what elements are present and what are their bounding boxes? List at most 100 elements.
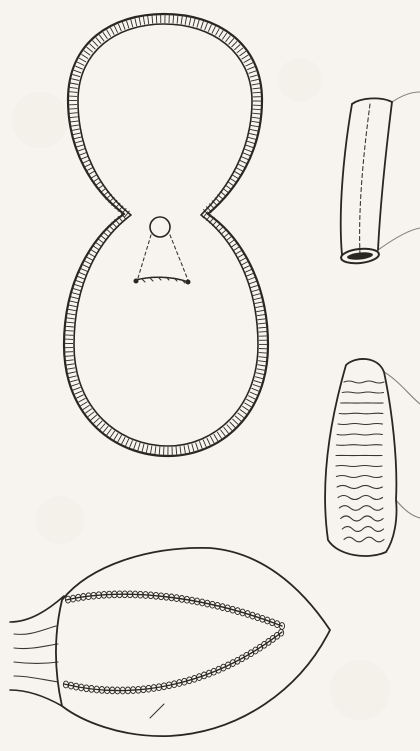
hatch-mark <box>103 232 109 237</box>
hatch-mark <box>252 84 260 85</box>
hatch-mark <box>177 16 178 24</box>
dashed-guide-lines <box>138 235 188 280</box>
hatch-mark <box>106 194 112 199</box>
hatch-mark <box>249 71 257 74</box>
wrinkle-line <box>338 424 382 425</box>
hatch-mark <box>109 225 115 231</box>
hatch-mark <box>93 246 100 250</box>
hatch-mark <box>68 309 76 310</box>
hatch-mark <box>251 79 259 81</box>
hatch-mark <box>212 26 216 33</box>
hatch-mark <box>88 412 94 417</box>
hatch-mark <box>244 403 251 407</box>
hatch-mark <box>77 62 84 66</box>
hatch-mark <box>214 434 218 441</box>
hatch-mark <box>251 125 259 126</box>
hatch-mark <box>69 376 77 378</box>
hatch-mark <box>85 409 92 414</box>
hatch-mark <box>135 18 137 26</box>
hatch-mark <box>242 406 249 410</box>
hatch-mark <box>239 51 246 56</box>
hatch-mark <box>199 441 202 449</box>
hatch-mark <box>227 425 232 431</box>
hatch-mark <box>253 92 261 93</box>
hatch-mark <box>66 364 74 365</box>
hatch-mark <box>215 223 221 229</box>
pore-opening <box>150 217 170 237</box>
hatch-mark <box>253 294 261 296</box>
hatch-mark <box>250 75 258 77</box>
hatch-mark <box>79 58 86 62</box>
hatch-mark <box>86 167 93 171</box>
hatch-mark <box>70 113 78 114</box>
hatch-mark <box>248 277 256 280</box>
hatch-mark <box>245 269 252 272</box>
hatch-mark <box>246 273 253 276</box>
hatch-mark <box>242 55 249 59</box>
hatch-mark <box>218 226 224 232</box>
hatch-mark <box>184 446 185 454</box>
hatch-mark <box>246 399 253 403</box>
hatch-mark <box>252 121 260 122</box>
hatch-mark <box>134 442 137 450</box>
hatch-mark <box>225 185 232 190</box>
hatch-mark <box>189 18 191 26</box>
hatch-mark <box>112 222 118 228</box>
hatch-mark <box>91 415 97 420</box>
hatch-mark <box>66 322 74 323</box>
hatch-mark <box>100 188 106 193</box>
hatch-mark <box>253 109 261 110</box>
hatch-mark <box>84 164 91 168</box>
hatch-mark <box>69 109 77 110</box>
wrinkle-line <box>337 485 382 488</box>
hatch-mark <box>236 168 243 172</box>
hatch-mark <box>67 314 75 315</box>
hatch-mark <box>70 87 78 88</box>
hatch-mark <box>82 160 89 163</box>
hatch-mark <box>81 402 88 406</box>
hatch-mark <box>188 445 190 453</box>
hatch-mark <box>88 171 95 175</box>
hatch-mark <box>239 258 246 262</box>
hatch-mark <box>259 353 267 354</box>
hatch-mark <box>84 261 91 265</box>
hatch-mark <box>81 156 88 159</box>
hatch-mark <box>219 31 223 38</box>
hatch-mark <box>251 388 258 391</box>
hatch-mark <box>234 171 241 175</box>
hatch-mark <box>75 141 83 143</box>
hatch-mark <box>228 182 235 187</box>
hatch-mark <box>77 276 85 279</box>
hatch-mark <box>94 418 100 423</box>
hatch-mark <box>72 129 80 131</box>
hatch-mark <box>143 17 144 25</box>
hatch-mark <box>250 392 257 395</box>
hatch-mark <box>252 113 260 114</box>
hatch-mark <box>248 137 256 139</box>
hatch-mark <box>235 250 242 254</box>
hatch-mark <box>237 48 243 53</box>
hatch-mark <box>208 24 211 31</box>
hatch-mark <box>131 19 133 27</box>
hatch-mark <box>173 15 174 23</box>
hatch-mark <box>197 20 199 28</box>
hatch-mark <box>243 153 250 156</box>
hatch-mark <box>139 17 141 25</box>
hatch-mark <box>75 391 82 394</box>
hatch-mark <box>224 427 229 433</box>
hatch-mark <box>254 381 262 383</box>
hatch-mark <box>78 149 86 152</box>
hatch-mark <box>103 191 109 196</box>
hatch-mark <box>241 261 248 265</box>
hatch-mark <box>97 238 103 243</box>
hatch-mark <box>258 327 266 328</box>
hatch-mark <box>71 121 79 122</box>
hatch-mark <box>114 26 117 33</box>
sutured-oval <box>10 548 330 736</box>
hatch-mark <box>74 137 82 139</box>
hatch-mark <box>79 272 86 275</box>
hatch-mark <box>256 373 264 375</box>
hatch-mark <box>100 424 105 430</box>
hatch-mark <box>71 384 79 387</box>
hatch-mark <box>67 368 75 369</box>
